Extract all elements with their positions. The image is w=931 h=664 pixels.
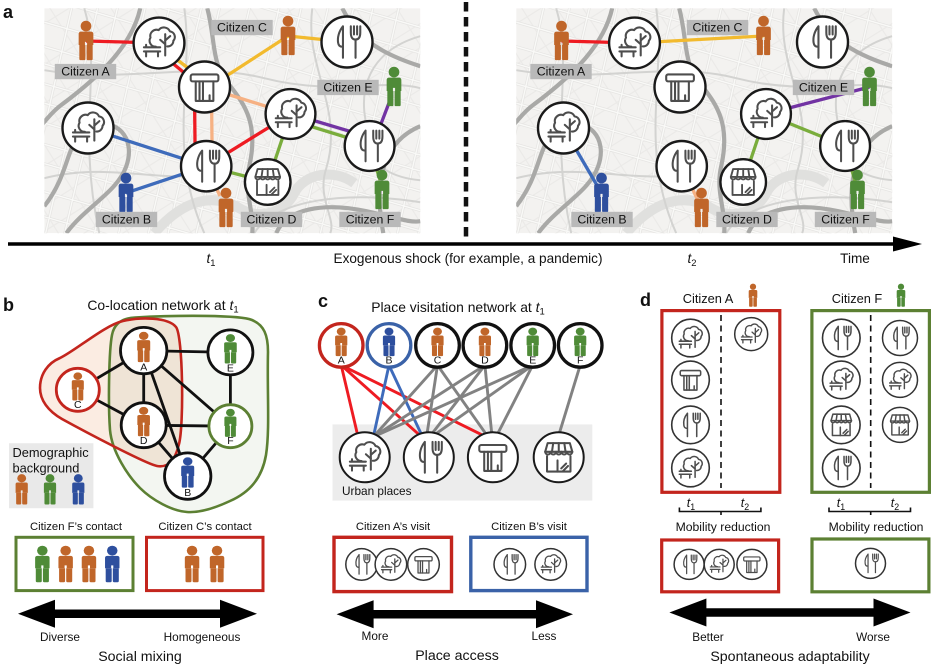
- svg-text:Citizen D: Citizen D: [247, 213, 297, 227]
- svg-text:a: a: [3, 2, 14, 22]
- svg-text:Social mixing: Social mixing: [98, 649, 182, 664]
- svg-text:t2: t2: [688, 251, 697, 268]
- svg-text:Citizen A: Citizen A: [683, 291, 734, 306]
- svg-text:Citizen A: Citizen A: [537, 65, 586, 79]
- svg-text:t1: t1: [687, 496, 695, 512]
- svg-text:Citizen B: Citizen B: [102, 213, 151, 227]
- svg-text:Homogeneous: Homogeneous: [164, 630, 241, 644]
- svg-text:Citizen F: Citizen F: [346, 213, 395, 227]
- svg-text:Citizen B: Citizen B: [577, 213, 626, 227]
- svg-text:A: A: [140, 361, 147, 373]
- svg-text:A: A: [338, 355, 345, 367]
- svg-text:Less: Less: [532, 629, 557, 643]
- svg-text:t1: t1: [837, 496, 845, 512]
- svg-text:Urban places: Urban places: [342, 484, 412, 498]
- svg-text:Place visitation network at t1: Place visitation network at t1: [371, 299, 545, 318]
- svg-text:D: D: [140, 435, 148, 447]
- svg-text:Citizen D: Citizen D: [722, 213, 772, 227]
- svg-text:Citizen B’s visit: Citizen B’s visit: [491, 521, 568, 533]
- svg-text:Demographic: Demographic: [13, 445, 90, 460]
- svg-text:Citizen F: Citizen F: [821, 213, 870, 227]
- svg-text:Citizen C: Citizen C: [693, 21, 743, 35]
- svg-text:Citizen E: Citizen E: [799, 81, 848, 95]
- svg-text:E: E: [529, 355, 536, 367]
- svg-text:t2: t2: [891, 496, 899, 512]
- svg-text:C: C: [74, 399, 82, 411]
- svg-text:Better: Better: [692, 630, 724, 644]
- svg-text:F: F: [577, 355, 583, 367]
- svg-text:b: b: [3, 295, 14, 315]
- svg-text:Place access: Place access: [415, 648, 499, 664]
- svg-text:Exogenous shock (for example,: Exogenous shock (for example, a pandemic…: [334, 251, 603, 266]
- svg-text:B: B: [184, 487, 191, 499]
- svg-text:Mobility reduction: Mobility reduction: [829, 520, 924, 534]
- svg-text:Citizen C’s contact: Citizen C’s contact: [158, 521, 252, 533]
- svg-text:Citizen A: Citizen A: [61, 65, 110, 79]
- svg-text:background: background: [13, 461, 80, 476]
- svg-text:F: F: [227, 435, 233, 447]
- svg-text:D: D: [481, 355, 489, 367]
- svg-text:t1: t1: [207, 251, 216, 268]
- svg-text:Citizen F’s contact: Citizen F’s contact: [30, 521, 123, 533]
- svg-text:Co-location network at t1: Co-location network at t1: [87, 297, 238, 316]
- svg-text:More: More: [362, 629, 389, 643]
- svg-text:c: c: [318, 291, 328, 311]
- svg-text:B: B: [385, 355, 392, 367]
- svg-text:E: E: [227, 362, 234, 374]
- svg-text:Time: Time: [840, 251, 870, 266]
- svg-text:Citizen A’s visit: Citizen A’s visit: [356, 521, 431, 533]
- svg-text:t2: t2: [741, 496, 749, 512]
- svg-text:Citizen F: Citizen F: [832, 291, 883, 306]
- svg-text:Diverse: Diverse: [40, 630, 80, 644]
- svg-text:C: C: [434, 355, 442, 367]
- svg-text:Spontaneous adaptability: Spontaneous adaptability: [710, 649, 870, 664]
- svg-text:Worse: Worse: [856, 630, 890, 644]
- svg-text:d: d: [640, 290, 651, 310]
- svg-text:Citizen E: Citizen E: [323, 81, 372, 95]
- svg-text:Citizen C: Citizen C: [217, 21, 267, 35]
- svg-text:Mobility reduction: Mobility reduction: [676, 520, 771, 534]
